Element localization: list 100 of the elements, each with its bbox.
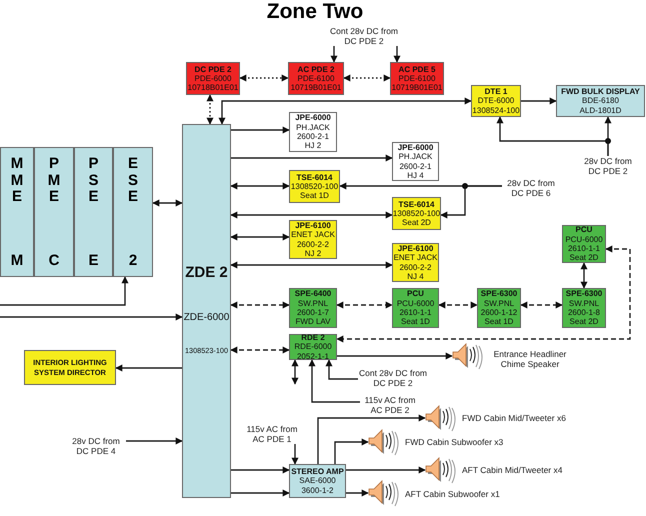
connector-arrow: [336, 302, 393, 308]
box-title: SPE-6300: [480, 289, 518, 299]
connector-arrow: [230, 262, 393, 268]
connector-arrow: [343, 74, 391, 82]
box-text: 2052-1-1: [296, 352, 330, 361]
connector-arrow: [326, 359, 358, 380]
connector-arrow: [231, 126, 290, 134]
column-label: MME: [10, 156, 24, 206]
column-label: 2: [128, 253, 138, 270]
component-box: [289, 220, 337, 259]
box-title: FWD BULK DISPLAY: [561, 87, 640, 96]
box-title: TSE-6014: [296, 172, 333, 182]
box-text: NJ 4: [407, 272, 424, 282]
connector-arrow: [218, 98, 472, 125]
box-text: SW.PNL: [298, 298, 328, 308]
box-text: 10719B01E01: [290, 83, 342, 92]
box-text: Seat 1D: [484, 317, 514, 327]
box-text: PH.JACK: [296, 122, 330, 132]
box-text: 1308524-100: [472, 106, 520, 115]
box-text: BDE-6180: [582, 96, 619, 106]
cabinet-column: [74, 147, 113, 277]
box-title: ZDE 2: [184, 264, 229, 282]
box-text: RDE-6000: [294, 342, 332, 352]
box-title: AC PDE 5: [398, 64, 436, 74]
component-box: [392, 288, 439, 328]
speaker-label: FWD Cabin Subwoofer x3: [405, 437, 504, 447]
connector-arrow: [230, 234, 290, 240]
connector-arrow: [604, 116, 612, 156]
component-box: [289, 288, 337, 328]
connector-arrow: [292, 444, 298, 465]
box-title: JPE-6100: [295, 220, 331, 230]
box-text: Seat 2D: [570, 253, 598, 263]
connector-arrow: [521, 98, 557, 104]
connector-arrow: [520, 302, 563, 308]
box-text: 2600-1-8: [568, 308, 600, 318]
connector-arrow: [346, 490, 369, 496]
box-text: SW.PNL: [484, 298, 514, 308]
connector-arrow: [126, 438, 183, 444]
connector-arrow: [346, 466, 426, 474]
power-source-note: 28v DC from DC PDE 2: [580, 156, 636, 178]
power-source-note: Cont 28v DC from DC PDE 2: [326, 26, 402, 46]
box-text: 2600-2-1: [296, 132, 330, 142]
connector-arrow: [230, 182, 290, 190]
box-text: 2610-1-1: [399, 308, 432, 318]
box-text: HJ 4: [407, 170, 424, 180]
connector-arrow: [580, 262, 588, 289]
box-text: FWD LAV: [296, 317, 330, 327]
box-text: Seat 2D: [402, 218, 431, 228]
box-text: 10719B01E01: [392, 83, 442, 92]
connector-arrow: [206, 94, 214, 125]
cabinet-column: [113, 147, 153, 277]
box-title: DTE 1: [484, 87, 508, 96]
cabinet-column: [0, 147, 34, 277]
cabinet-column: [34, 147, 74, 277]
box-text: 1308520-100: [290, 182, 338, 192]
power-source-note: 28v DC from DC PDE 4: [66, 436, 126, 456]
component-box: [289, 334, 337, 360]
box-title: PCU: [407, 289, 424, 299]
box-text: PDE-6100: [398, 74, 436, 84]
connector-arrow: [394, 46, 400, 63]
component-box: [186, 62, 240, 95]
distribution-box: [182, 124, 231, 498]
connector-arrow: [317, 414, 426, 464]
box-title: SPE-6300: [566, 289, 602, 299]
box-text: ENET JACK: [291, 230, 335, 240]
component-box: [562, 288, 606, 328]
component-box: [289, 112, 337, 152]
box-title: SPE-6400: [294, 289, 332, 299]
component-box: [392, 197, 441, 230]
box-text: Seat 1D: [401, 317, 430, 327]
box-text: SAE-6000: [299, 476, 336, 486]
box-text: PCU-6000: [565, 234, 603, 244]
box-text: 2600-1-12: [480, 308, 518, 318]
connector-arrow: [231, 490, 290, 496]
component-box: [390, 62, 444, 95]
component-box: [289, 170, 340, 203]
component-box: [556, 85, 645, 117]
column-label: C: [48, 253, 60, 270]
component-box: [289, 464, 346, 498]
connector-arrow: [152, 200, 183, 206]
power-source-note: 115v AC from AC PDE 2: [360, 395, 420, 415]
component-box: [477, 288, 521, 328]
connector-arrow: [230, 346, 290, 354]
column-label: PSE: [87, 156, 100, 206]
component-box: [288, 62, 344, 95]
speaker-label: AFT Cabin Subwoofer x1: [405, 489, 501, 499]
box-text: SW.PNL: [568, 298, 600, 308]
box-text: PH.JACK: [398, 152, 432, 162]
component-box: [392, 243, 439, 282]
diagram-title: Zone Two: [266, 0, 364, 24]
box-text: DTE-6000: [478, 96, 514, 106]
box-text: NJ 2: [304, 248, 322, 258]
box-text: ENET JACK: [394, 253, 438, 262]
box-title: PCU: [576, 225, 592, 235]
connector-arrow: [115, 364, 182, 372]
connector-arrow: [336, 246, 631, 342]
box-text: 2600-2-1: [399, 162, 432, 171]
box-text: PCU-6000: [396, 298, 434, 308]
speaker-label: AFT Cabin Mid/Tweeter x4: [462, 465, 564, 475]
box-text: 2600-2-2: [296, 240, 330, 249]
